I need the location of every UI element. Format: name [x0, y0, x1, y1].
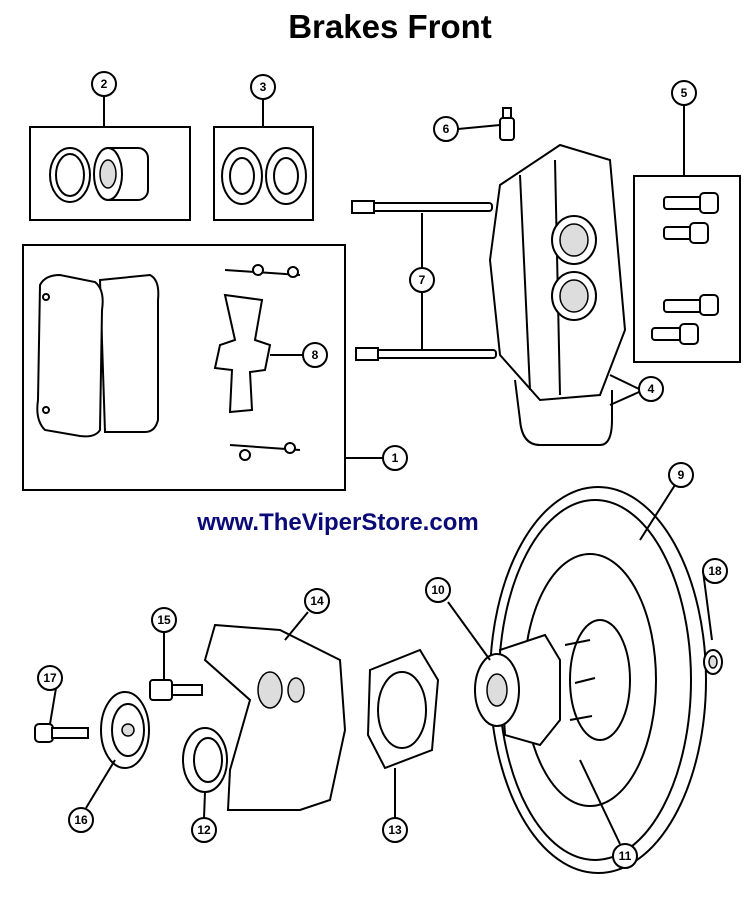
svg-text:2: 2	[101, 77, 108, 91]
retainer-pins-part	[351, 200, 497, 361]
callout-7[interactable]: 7	[409, 267, 435, 293]
callout-4[interactable]: 4	[638, 376, 664, 402]
callout-14[interactable]: 14	[304, 588, 330, 614]
svg-text:6: 6	[443, 122, 450, 136]
svg-text:7: 7	[419, 273, 426, 287]
website-link[interactable]: www.TheViperStore.com	[197, 509, 479, 536]
tone-wheel-part	[100, 691, 150, 769]
svg-text:13: 13	[388, 823, 402, 837]
callout-5[interactable]: 5	[671, 80, 697, 106]
callout-10[interactable]: 10	[425, 577, 451, 603]
svg-text:15: 15	[157, 613, 171, 627]
callout-6[interactable]: 6	[433, 116, 459, 142]
callout-15[interactable]: 15	[151, 607, 177, 633]
callout-3[interactable]: 3	[250, 74, 276, 100]
svg-text:10: 10	[431, 583, 445, 597]
callout-1[interactable]: 1	[382, 445, 408, 471]
svg-text:3: 3	[260, 80, 267, 94]
bleeder-screw-part	[499, 107, 515, 141]
callout-16[interactable]: 16	[68, 807, 94, 833]
box-piston-seal-kit	[29, 126, 191, 221]
callout-18[interactable]: 18	[702, 558, 728, 584]
caliper-part	[488, 143, 627, 446]
steering-knuckle-part	[203, 623, 347, 811]
callout-9[interactable]: 9	[668, 462, 694, 488]
callout-2[interactable]: 2	[91, 71, 117, 97]
box-brake-pads	[22, 244, 346, 491]
svg-text:12: 12	[197, 823, 211, 837]
svg-text:5: 5	[681, 86, 688, 100]
svg-text:16: 16	[74, 813, 88, 827]
callout-12[interactable]: 12	[191, 817, 217, 843]
oil-seal-part	[182, 727, 228, 793]
callout-13[interactable]: 13	[382, 817, 408, 843]
callout-8[interactable]: 8	[302, 342, 328, 368]
svg-text:1: 1	[392, 451, 399, 465]
piston-boot-part	[221, 147, 307, 205]
svg-text:9: 9	[678, 468, 685, 482]
caliper-bolts-part	[651, 192, 719, 345]
callout-11[interactable]: 11	[612, 843, 638, 869]
anti-rattle-clips-part	[213, 264, 301, 461]
svg-text:8: 8	[312, 348, 319, 362]
hub-nut-part	[703, 649, 723, 675]
svg-text:11: 11	[619, 849, 632, 863]
hub-bearing-part	[474, 633, 596, 747]
box-caliper-bolts	[633, 175, 741, 363]
dust-shield-part	[366, 648, 440, 770]
brake-pads-part	[36, 273, 160, 438]
diagram-title: Brakes Front	[288, 8, 492, 45]
callout-17[interactable]: 17	[37, 665, 63, 691]
piston-seal-part	[49, 147, 149, 203]
svg-text:14: 14	[310, 594, 324, 608]
svg-text:18: 18	[708, 564, 722, 578]
svg-text:4: 4	[648, 382, 655, 396]
bolt-part	[149, 679, 203, 701]
svg-text:17: 17	[43, 671, 57, 685]
axle-bolt-part	[34, 723, 89, 743]
